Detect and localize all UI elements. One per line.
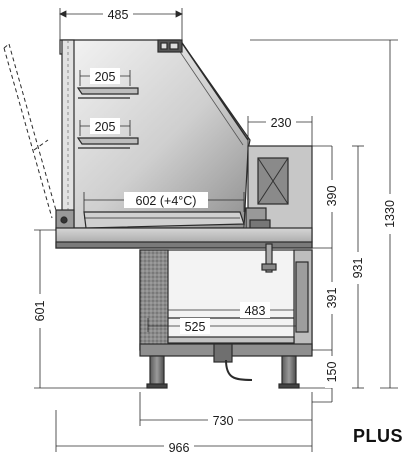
cabinet-drawing [3, 39, 313, 389]
dim-deck-depth: 602 (+4°C) [136, 194, 197, 208]
dim-rear-box-width: 230 [271, 116, 292, 130]
dimension-labels: 485 205 205 230 602 (+4°C) 483 525 730 9… [33, 6, 397, 453]
dim-base-width: 730 [213, 414, 234, 428]
dim-cabinet-height: 931 [351, 258, 365, 279]
dim-lower-height: 601 [33, 301, 47, 322]
insulated-panel [139, 249, 169, 351]
dim-total-depth: 966 [169, 441, 190, 453]
shelf-lower [76, 137, 139, 149]
shelf-upper [76, 87, 139, 99]
base-cabinet [139, 249, 313, 351]
dim-base-inner-a: 483 [245, 304, 266, 318]
open-glass-outline [3, 43, 58, 219]
dim-base-inner-b: 525 [185, 320, 206, 334]
dim-feet-height: 150 [325, 362, 339, 383]
dim-upper-right: 390 [325, 186, 339, 207]
dim-middle-right: 391 [325, 288, 339, 309]
model-label: PLUS [352, 426, 403, 446]
dim-total-height: 1330 [383, 200, 397, 228]
drain-pipe [265, 243, 273, 273]
display-deck [83, 211, 245, 229]
dim-shelf-upper: 205 [95, 70, 116, 84]
rear-wall [61, 39, 75, 229]
dim-top-width: 485 [108, 8, 129, 22]
dim-shelf-lower: 205 [95, 120, 116, 134]
front-glass [179, 39, 249, 141]
cabinet-feet [146, 355, 300, 389]
